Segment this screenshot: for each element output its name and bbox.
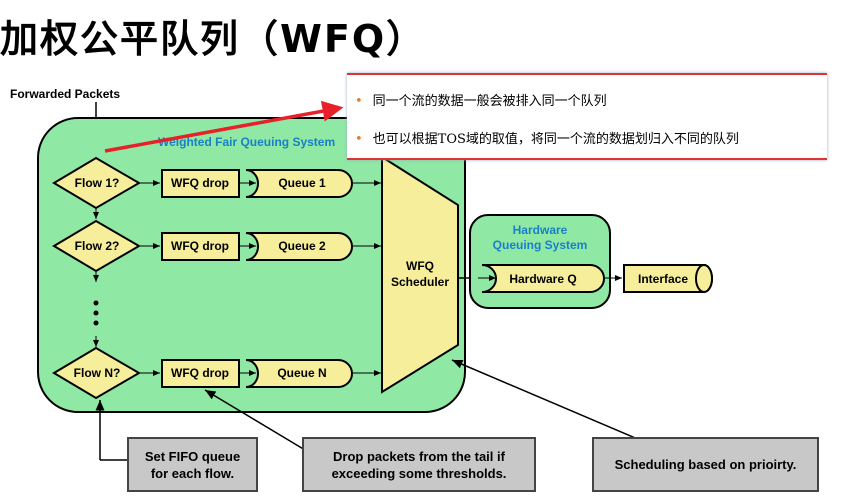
callout-drop-line2: exceeding some thresholds.	[331, 465, 507, 481]
interface-label: Interface	[638, 272, 688, 286]
wfq-system-label: Weighted Fair Queuing System	[158, 135, 335, 149]
scheduler-label-2: Scheduler	[391, 275, 449, 289]
callout-fifo-line1: Set FIFO queue	[144, 448, 241, 464]
popup-bullet-2: •也可以根据TOS域的取值，将同一个流的数据划归入不同的队列	[355, 132, 739, 147]
forwarded-packets-label: Forwarded Packets	[10, 87, 120, 101]
queue-shape	[245, 359, 353, 388]
hardware-queue	[481, 264, 605, 293]
queue-shape	[245, 232, 353, 261]
callout-scheduling: Scheduling based on prioirty.	[592, 437, 819, 492]
callout-scheduling-text: Scheduling based on prioirty.	[614, 457, 797, 472]
hardware-system-label-2: Queuing System	[493, 238, 588, 252]
popup-bullet-1: •同一个流的数据一般会被排入同一个队列	[355, 94, 607, 109]
wfq-scheduler	[381, 155, 459, 394]
wfq-drop-box	[161, 359, 240, 388]
wfq-system-box	[37, 117, 466, 413]
flow-label: Flow 2?	[75, 239, 120, 253]
wfq-drop-label: WFQ drop	[171, 239, 229, 253]
queue-label: Queue N	[277, 366, 326, 380]
callout-drop-line1: Drop packets from the tail if	[333, 448, 505, 464]
wfq-drop-label: WFQ drop	[171, 366, 229, 380]
hardware-q-label: Hardware Q	[509, 272, 576, 286]
slide-title: 加权公平队列（WFQ）	[0, 17, 427, 61]
hardware-system-label-1: Hardware	[513, 223, 568, 237]
popup-bullet-text: 也可以根据TOS域的取值，将同一个流的数据划归入不同的队列	[372, 132, 739, 147]
queue-label: Queue 1	[278, 176, 326, 190]
queue-label: Queue 2	[278, 239, 326, 253]
popup-bullet-text: 同一个流的数据一般会被排入同一个队列	[372, 94, 607, 109]
flow-label: Flow N?	[74, 366, 121, 380]
red-pointer-arrow	[104, 100, 344, 153]
flow-label: Flow 1?	[75, 176, 120, 190]
queue-shape	[245, 169, 353, 198]
annotation-popup: •同一个流的数据一般会被排入同一个队列 •也可以根据TOS域的取值，将同一个流的…	[347, 73, 827, 160]
callout-fifo-line2: for each flow.	[150, 465, 235, 481]
scheduler-label-1: WFQ	[406, 259, 434, 273]
wfq-drop-label: WFQ drop	[171, 176, 229, 190]
wfq-drop-box	[161, 169, 240, 198]
